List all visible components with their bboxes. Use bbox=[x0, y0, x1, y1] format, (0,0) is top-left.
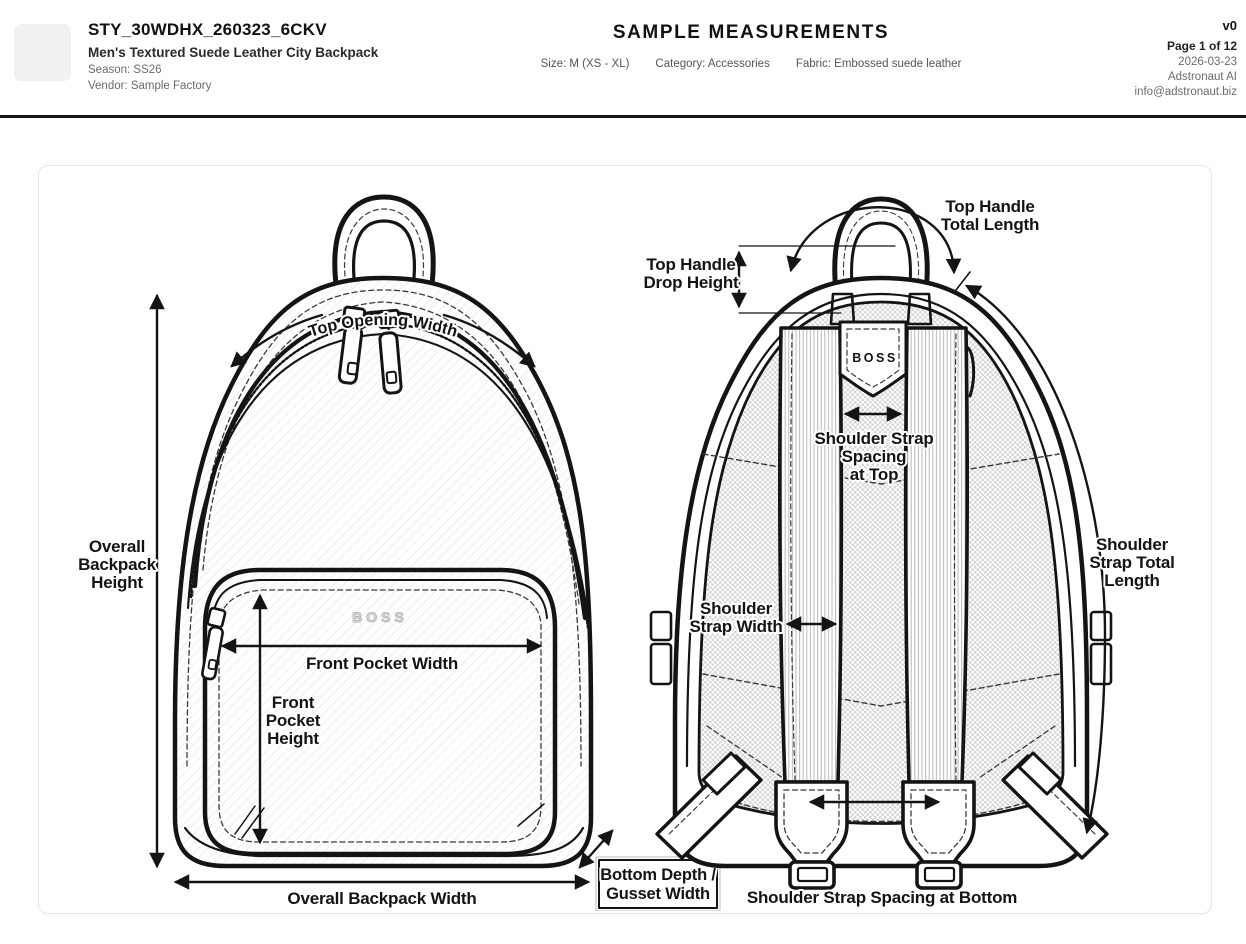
bottom-depth-label-2: Gusset Width bbox=[606, 885, 710, 903]
strap-total-length-label-1: Shoulder bbox=[1096, 535, 1169, 554]
size-text: Size: M (XS - XL) bbox=[540, 58, 630, 70]
shoulder-strap-left bbox=[778, 326, 844, 784]
side-tab-right bbox=[1089, 610, 1113, 642]
front-zipper-pulls bbox=[337, 305, 403, 395]
fabric-text: Fabric: Embossed suede leather bbox=[795, 58, 962, 70]
date-text: 2026-03-23 bbox=[1178, 56, 1237, 68]
category-text: Category: Accessories bbox=[655, 58, 770, 70]
company-text: Adstronaut AI bbox=[1167, 71, 1237, 83]
top-opening-arrow-left bbox=[230, 313, 324, 368]
style-info-block: STY_30WDHX_260323_6CKV Men's Textured Su… bbox=[88, 20, 378, 92]
bottom-depth-arrow bbox=[578, 829, 614, 869]
back-brand-patch: BOSS bbox=[838, 320, 908, 398]
front-pocket-zipper bbox=[201, 606, 227, 681]
logo-placeholder bbox=[14, 24, 71, 81]
front-pocket-height-label-1: Front bbox=[272, 693, 315, 712]
bottom-depth-label-1: Bottom Depth / bbox=[600, 866, 716, 884]
strap-tab-left bbox=[774, 780, 849, 890]
title-block: SAMPLE MEASUREMENTS Size: M (XS - XL) Ca… bbox=[541, 22, 962, 70]
page-header: STY_30WDHX_260323_6CKV Men's Textured Su… bbox=[0, 0, 1246, 118]
back-brand-logo: BOSS bbox=[852, 351, 897, 365]
strap-spacing-top-label-3: at Top bbox=[850, 465, 899, 484]
front-pocket-width-label: Front Pocket Width bbox=[306, 654, 458, 673]
strap-width-label-1: Shoulder bbox=[700, 599, 773, 618]
strap-total-length-arrow bbox=[964, 284, 1107, 835]
strap-width-label-2: Strap Width bbox=[689, 617, 782, 636]
top-handle-total-label-2: Total Length bbox=[941, 215, 1039, 234]
strap-tab-right bbox=[901, 780, 976, 890]
top-handle-total-label-1: Top Handle bbox=[945, 197, 1034, 216]
top-handle-drop-label-1: Top Handle bbox=[646, 255, 735, 274]
front-pocket-height-label-2: Pocket bbox=[266, 711, 321, 730]
strap-spacing-bottom-label: Shoulder Strap Spacing at Bottom bbox=[747, 888, 1017, 907]
page-number: Page 1 of 12 bbox=[1166, 39, 1237, 53]
vendor-text: Vendor: Sample Factory bbox=[88, 80, 212, 92]
front-pocket-height-label-3: Height bbox=[267, 729, 319, 748]
front-brand-logo: BOSS bbox=[352, 609, 408, 625]
bottom-depth-label-box bbox=[598, 859, 718, 909]
page-title: SAMPLE MEASUREMENTS bbox=[612, 22, 890, 43]
top-opening-arrow-right bbox=[442, 313, 536, 368]
style-code: STY_30WDHX_260323_6CKV bbox=[88, 20, 327, 39]
measurement-diagram-card: BOSS Top Opening Width Overall Backpack … bbox=[38, 165, 1212, 914]
overall-height-label-3: Height bbox=[91, 573, 143, 592]
side-tab-left bbox=[649, 610, 673, 642]
overall-height-label-1: Overall bbox=[89, 537, 145, 556]
measurement-diagram: BOSS Top Opening Width Overall Backpack … bbox=[76, 194, 1177, 911]
season-text: Season: SS26 bbox=[88, 64, 162, 76]
bottom-webbing-left bbox=[655, 751, 763, 860]
overall-height-label-2: Backpack bbox=[78, 555, 157, 574]
product-name: Men's Textured Suede Leather City Backpa… bbox=[88, 45, 379, 60]
version-text: v0 bbox=[1222, 18, 1237, 33]
strap-total-length-label-2: Strap Total bbox=[1089, 553, 1174, 572]
strap-total-length-label-3: Length bbox=[1104, 571, 1159, 590]
strap-spacing-top-label-1: Shoulder Strap bbox=[814, 429, 933, 448]
strap-spacing-top-label-2: Spacing bbox=[842, 447, 907, 466]
version-block: v0 Page 1 of 12 2026-03-23 Adstronaut AI… bbox=[1135, 18, 1237, 98]
back-view-drawing: BOSS Top Handle Total Length Top Handle … bbox=[641, 195, 1176, 909]
overall-width-label: Overall Backpack Width bbox=[287, 889, 476, 908]
front-handle bbox=[332, 194, 436, 287]
spec-meta-row: Size: M (XS - XL) Category: Accessories … bbox=[541, 58, 962, 70]
email-text: info@adstronaut.biz bbox=[1134, 86, 1237, 98]
front-view-drawing: BOSS Top Opening Width Overall Backpack … bbox=[76, 194, 721, 911]
shoulder-strap-right bbox=[903, 326, 976, 784]
top-handle-drop-label-2: Drop Height bbox=[643, 273, 739, 292]
top-handle-total-arrow bbox=[786, 206, 962, 275]
